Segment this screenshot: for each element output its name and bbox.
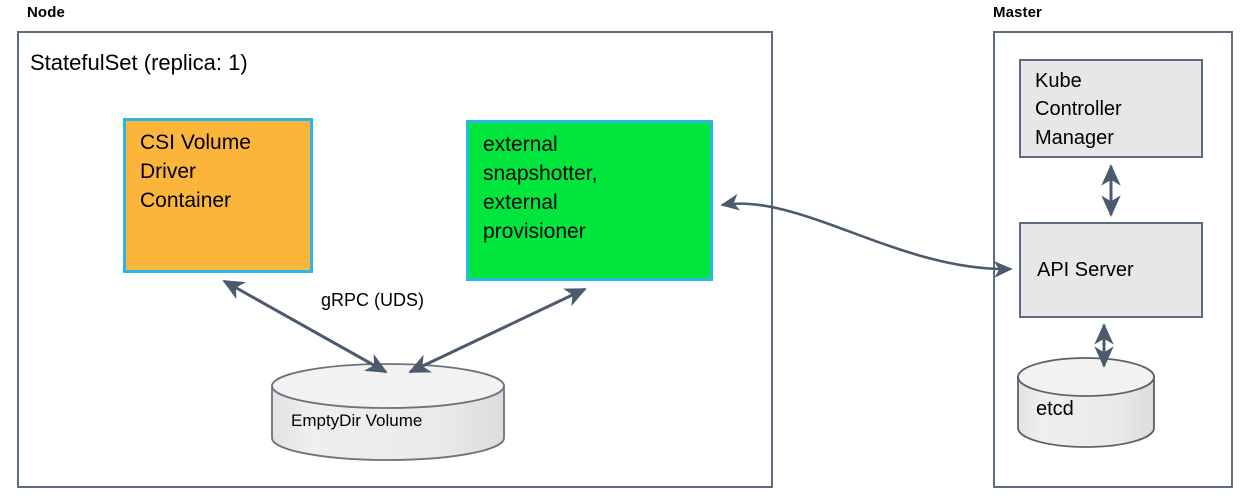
csi-box-line-1: CSI Volume <box>140 131 251 154</box>
kcm-line-3: Manager <box>1035 126 1114 149</box>
kcm-line-1: Kube <box>1035 70 1082 92</box>
kube-controller-manager-box[interactable]: Kube Controller Manager <box>1019 59 1203 158</box>
etcd-label: etcd <box>1036 398 1074 420</box>
master-group-title: Master <box>993 4 1042 21</box>
sidecar-box-line-3: external <box>483 190 558 214</box>
grpc-uds-label: gRPC (UDS) <box>321 290 425 310</box>
sidecar-box-line-4: provisioner <box>483 219 586 243</box>
kcm-line-2: Controller <box>1035 98 1122 121</box>
csi-box-line-3: Container <box>140 188 232 212</box>
node-group-title: Node <box>27 4 65 21</box>
csi-box-line-2: Driver <box>140 159 196 183</box>
sidecar-box-line-2: snapshotter, <box>483 161 598 185</box>
api-server-box[interactable]: API Server <box>1019 222 1203 318</box>
external-sidecars-box[interactable]: external snapshotter, external provision… <box>466 120 713 281</box>
sidecar-box-line-1: external <box>483 133 558 156</box>
csi-volume-driver-container-box[interactable]: CSI Volume Driver Container <box>123 118 313 273</box>
emptydir-volume-label: EmptyDir Volume <box>291 411 423 430</box>
statefulset-heading: StatefulSet (replica: 1) <box>30 50 248 75</box>
api-server-label: API Server <box>1037 258 1134 281</box>
